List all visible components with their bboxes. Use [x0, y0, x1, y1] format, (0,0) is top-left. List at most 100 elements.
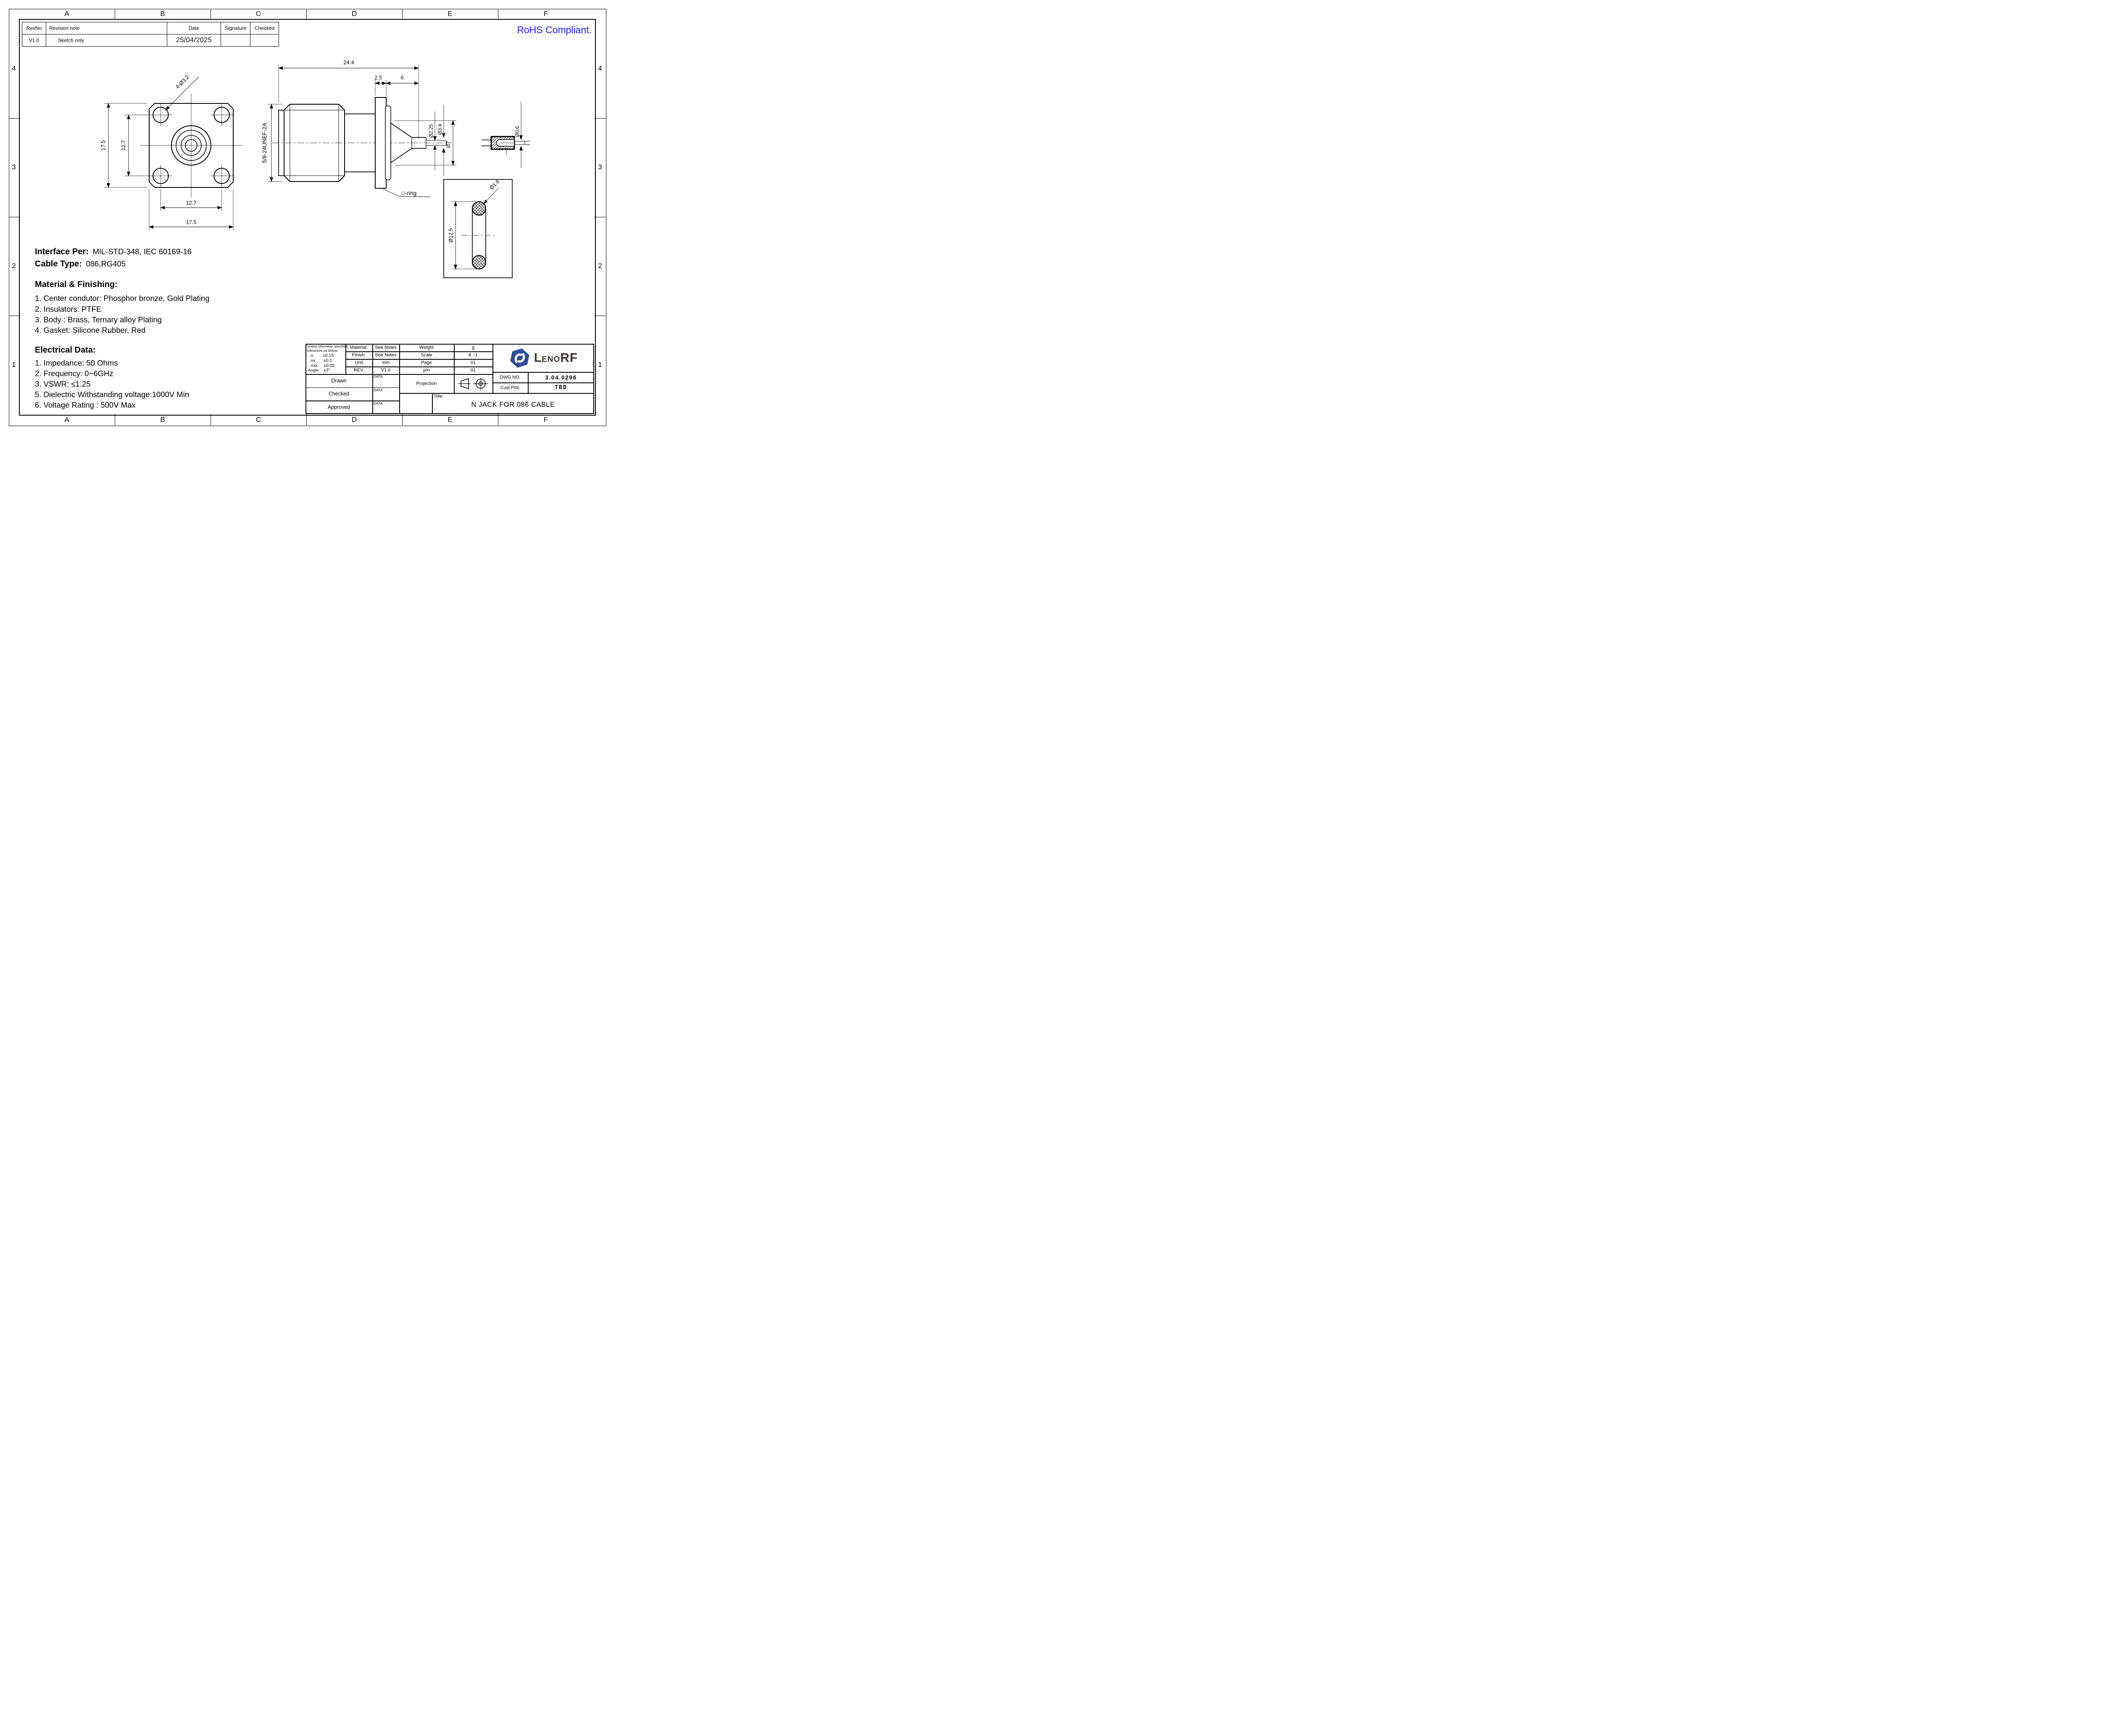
sign-checked: Checked [328, 391, 350, 397]
data-label: DATA: [374, 388, 384, 392]
dim-front-width: 17.5 [186, 219, 196, 225]
grid-number: 4 [12, 64, 16, 72]
tol-label: .xxx [310, 363, 318, 368]
finish-label: Finish: [352, 353, 366, 358]
dim-body-dia: Ø7 [395, 120, 456, 166]
projection-symbol-icon [454, 374, 492, 393]
dwg-no-label: DWG NO. [500, 374, 521, 380]
dim-insulator-dia: Ø3.4 [437, 105, 445, 176]
tol-value: ±0.15 [323, 353, 334, 358]
sign-approved: Approved [327, 404, 350, 411]
dim-tail-length: 6 [386, 75, 419, 85]
grid-letter: D [351, 10, 357, 18]
logo-chain-icon [510, 348, 529, 368]
cable-note: Cable Type: 086,RG405 [35, 259, 126, 269]
grid-letter: C [255, 10, 261, 18]
dim-oring-id: Ø12.5 [448, 201, 477, 269]
corner-hole [150, 104, 172, 126]
title-block-line [399, 344, 400, 414]
finish-value: See Notes [375, 353, 397, 358]
tol-value: ±2° [324, 368, 330, 373]
grid-letter: E [448, 10, 453, 18]
title-block-line [432, 393, 433, 414]
grid-tick [306, 414, 307, 425]
title-block-line [345, 359, 492, 360]
dim-oring-id-label: Ø12.5 [448, 228, 454, 242]
cust-pn-label: Cust P/N. [500, 385, 520, 390]
dim-pin-dia: Ø2.25 [428, 111, 437, 170]
oring-detail: Ø12.5 Ø1.8 [443, 179, 513, 278]
title-block-line [305, 400, 399, 401]
unit-label: Unit [355, 360, 363, 365]
interface-label: Interface Per: [35, 247, 89, 256]
tolerance-note-1: Unless otherwise specified, [307, 345, 349, 348]
side-view: 24.4 2.5 6 5/8-24UNEF-2A [261, 59, 456, 197]
dim-flange-height: 17.5 [100, 103, 147, 188]
rohs-compliance-note: RoHS Compliant. [517, 24, 592, 35]
rev-cell-signature [221, 34, 250, 46]
hole-callout: 4-Ø3.2 [165, 74, 199, 111]
title-block-line [345, 351, 492, 352]
drawing-sheet: A B C D E F A B C D E F 4 3 2 1 4 3 2 1 … [0, 0, 614, 434]
grid-number: 1 [12, 361, 16, 369]
grid-number: 3 [12, 163, 16, 171]
grid-number: 2 [12, 262, 16, 270]
material-item: 1. Center condutor: Phosphor bronze, Gol… [35, 294, 210, 303]
scale-value: 8 : 1 [469, 353, 478, 358]
material-item: 3. Body : Brass, Ternary alloy Plating [35, 315, 162, 324]
oring-groove [385, 105, 391, 180]
dim-side-tail: 6 [401, 75, 404, 81]
grid-number: 3 [598, 163, 602, 171]
title-block-line [345, 366, 492, 367]
grid-letter: E [448, 416, 453, 424]
rev-cell-note: Sketch only [46, 34, 167, 46]
grid-tick [306, 9, 307, 19]
grid-letter: A [64, 10, 69, 18]
dim-pin-dia-label: Ø0.6 [514, 126, 520, 137]
interface-value-text: MIL-STD-348, IEC 60169-16 [92, 247, 192, 256]
drawing-title: N JACK FOR 086 CABLE [471, 400, 555, 408]
dim-hole-pitch-v: 12.7 [120, 114, 150, 176]
electrical-item: 1. Impedance: 50 Ohms [35, 358, 118, 367]
tol-value: ±0.1 [324, 358, 332, 363]
oring-label: □-ring [402, 190, 416, 196]
grid-letter: A [64, 416, 69, 424]
pn-value: 01 [470, 368, 476, 373]
rev-cell-revno: V1.0 [22, 34, 46, 46]
rev-cell-date: 25/04/2025 [167, 34, 221, 46]
pin-detail: Ø0.6 [482, 102, 530, 168]
projection-label: Projection [416, 381, 437, 386]
dim-side-thread: 5/8-24UNEF-2A [261, 123, 268, 163]
title-block-line [372, 344, 373, 414]
dim-oring-cs: Ø1.8 [483, 179, 500, 204]
dim-side-body-dia: Ø7 [445, 141, 451, 148]
pn-label: p/n [423, 368, 430, 373]
title-block-line [305, 374, 492, 375]
grid-letter: F [543, 416, 548, 424]
dwg-no-value: 3.04.0296 [545, 374, 577, 381]
dim-front-height: 17.5 [100, 140, 106, 150]
material-value: See Notes [375, 345, 397, 350]
material-heading: Material & Finishing: [35, 280, 118, 289]
title-block-line [492, 382, 594, 383]
sign-drawn: Drawn [331, 377, 347, 384]
title-block-line [305, 387, 399, 388]
electrical-item: 3. VSWR: ≤1.25 [35, 379, 91, 388]
dim-overall-length: 24.4 [278, 59, 419, 139]
electrical-item: 2. Frequency: 0~6GHz [35, 369, 113, 378]
corner-hole [211, 165, 233, 187]
scale-label: Scale [421, 353, 432, 358]
dim-side-overall: 24.4 [343, 59, 354, 66]
title-block-line [399, 393, 594, 394]
grid-tick [594, 118, 606, 119]
interface-note: Interface Per: MIL-STD-348, IEC 60169-16 [35, 247, 192, 257]
dim-side-pin-dia: Ø2.25 [428, 124, 434, 138]
grid-letter: C [255, 416, 261, 424]
weight-label: Weight [419, 345, 434, 350]
grid-letter: B [160, 10, 165, 18]
oring-leader: □-ring [383, 189, 430, 197]
title-block-line [454, 344, 455, 393]
page-value: 01 [470, 360, 476, 365]
data-label: DATA: [374, 374, 384, 379]
